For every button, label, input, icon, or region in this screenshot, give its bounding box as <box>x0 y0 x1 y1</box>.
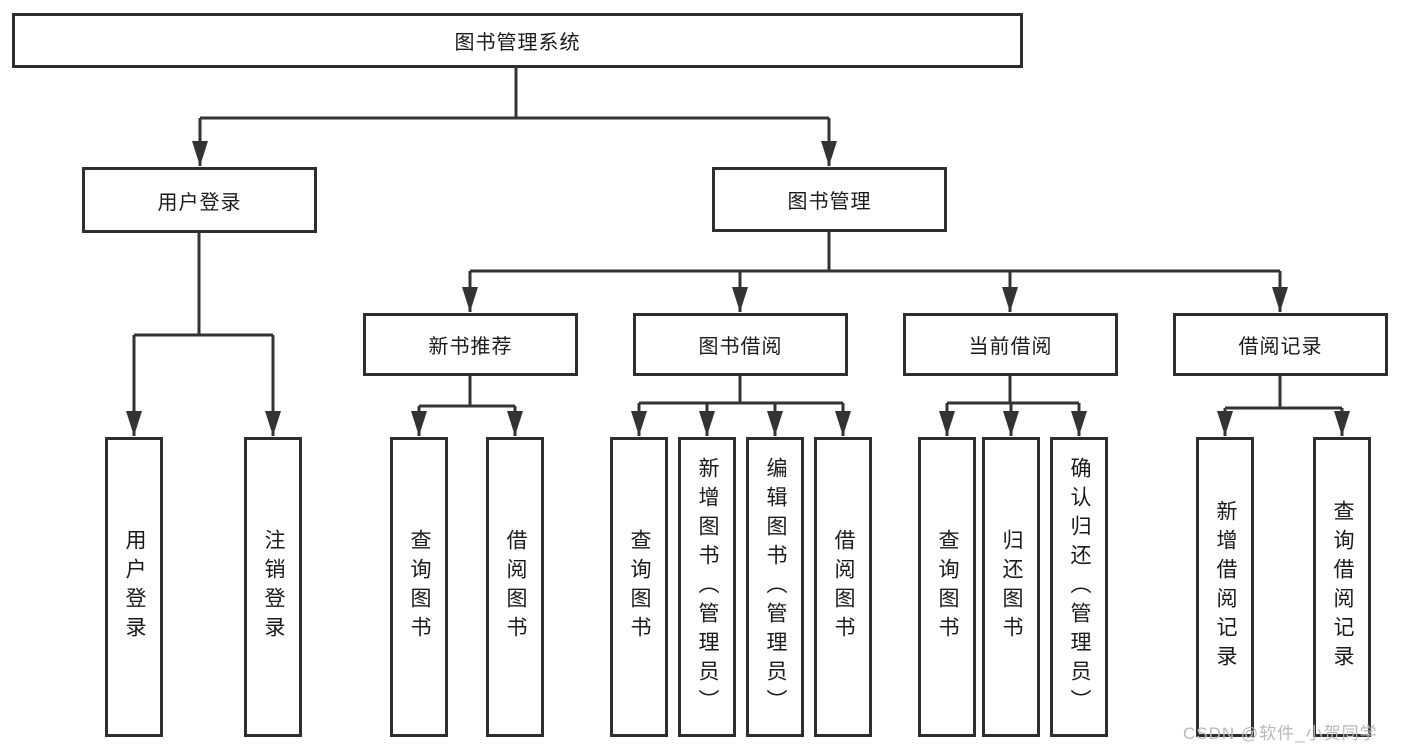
node-user-login-label: 用户登录 <box>157 191 242 214</box>
leaf-return-books: 归还图书 <box>982 437 1040 737</box>
node-current-borrowing-label: 当前借阅 <box>968 336 1053 358</box>
leaf-borrow-books-recommend: 借阅图书 <box>486 437 544 737</box>
node-new-book-recommend: 新书推荐 <box>363 313 578 376</box>
leaf-edit-books-admin: 编辑图书（管理员） <box>746 437 804 737</box>
node-borrowing-records: 借阅记录 <box>1173 313 1388 376</box>
leaf-query-borrow-record: 查询借阅记录 <box>1313 437 1371 737</box>
node-book-management: 图书管理 <box>712 167 947 232</box>
leaf-add-books-admin: 新增图书（管理员） <box>678 437 736 737</box>
tree-branch-lines <box>134 68 1342 410</box>
node-book-borrowing: 图书借阅 <box>633 313 848 376</box>
leaf-logout: 注销登录 <box>244 437 302 737</box>
node-borrowing-records-label: 借阅记录 <box>1238 336 1323 358</box>
node-library-system: 图书管理系统 <box>12 13 1023 68</box>
node-book-management-label: 图书管理 <box>787 191 872 213</box>
node-current-borrowing: 当前借阅 <box>903 313 1118 376</box>
leaf-confirm-return-admin: 确认归还（管理员） <box>1050 437 1108 737</box>
arrow-connectors <box>126 118 1350 436</box>
leaf-query-books-current: 查询图书 <box>918 437 976 737</box>
node-new-book-recommend-label: 新书推荐 <box>428 336 513 358</box>
node-library-system-label: 图书管理系统 <box>454 32 581 54</box>
leaf-borrow-books-borrowing: 借阅图书 <box>814 437 872 737</box>
node-book-borrowing-label: 图书借阅 <box>698 336 783 358</box>
leaf-add-borrow-record: 新增借阅记录 <box>1196 437 1254 737</box>
csdn-watermark: CSDN @软件_小贺同学 <box>1183 724 1378 743</box>
leaf-user-login: 用户登录 <box>105 437 163 737</box>
node-user-login: 用户登录 <box>82 167 317 233</box>
leaf-query-books-recommend: 查询图书 <box>390 437 448 737</box>
leaf-query-books-borrowing: 查询图书 <box>610 437 668 737</box>
